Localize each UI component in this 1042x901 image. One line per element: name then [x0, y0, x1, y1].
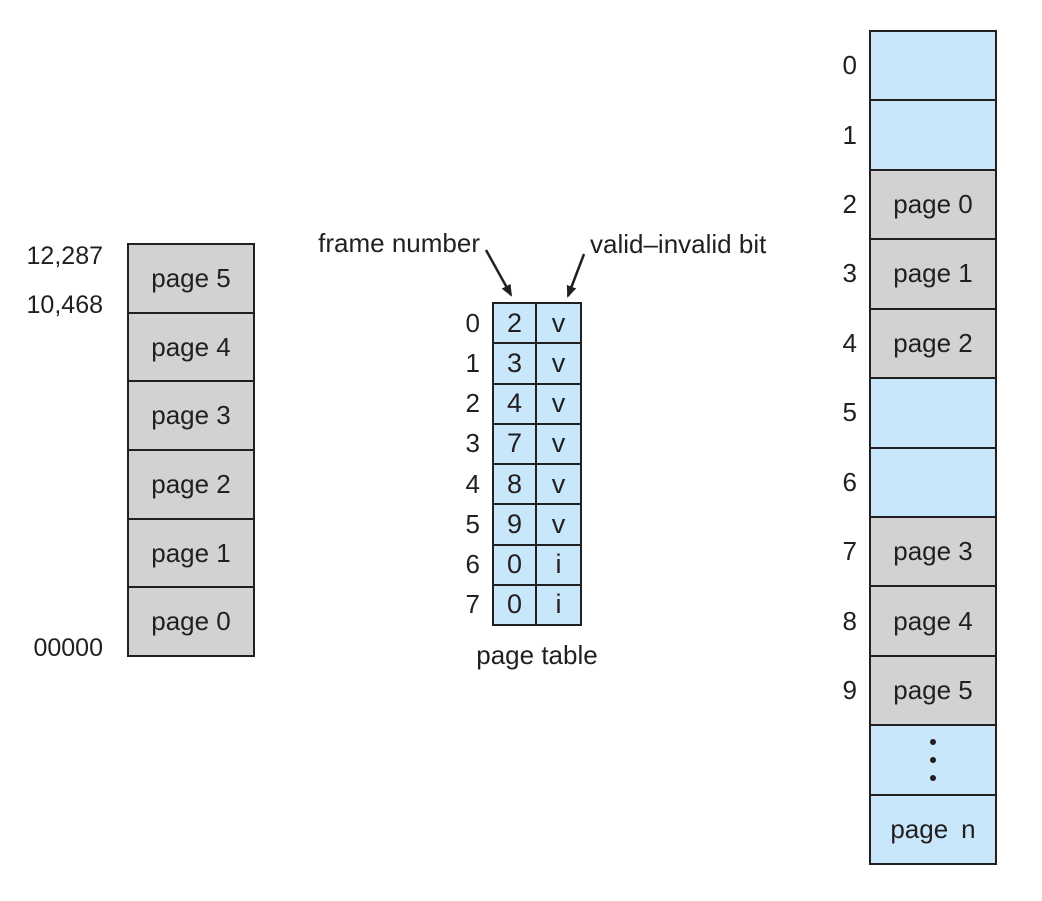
physical-frame-label: page 2	[893, 327, 973, 358]
physical-frame-cell: 8 page 4	[843, 585, 995, 655]
valid-invalid-arrow	[566, 253, 586, 298]
page-table-row-index: 2	[465, 388, 480, 419]
physical-frame-label: page n	[890, 813, 976, 844]
logical-page-label: page 4	[151, 331, 231, 362]
physical-frame-cell: 3 page 1	[843, 238, 995, 308]
physical-frame-label: page 1	[893, 258, 973, 289]
logical-page-cell: page 1	[129, 517, 253, 587]
physical-frame-cell: 6	[843, 446, 995, 516]
logical-page-cell: page 0	[129, 586, 253, 656]
physical-frame-label: page 4	[893, 605, 973, 636]
frame-number-cell: 0	[494, 585, 537, 624]
physical-frame-index: 2	[842, 189, 857, 220]
address-label-bottom: 00000	[33, 634, 103, 662]
valid-invalid-bit-cell: v	[551, 428, 566, 459]
physical-frame-cell: page n	[871, 793, 995, 864]
physical-frame-index: 5	[842, 397, 857, 428]
logical-page-label: page 0	[151, 606, 231, 637]
physical-frame-index: 7	[842, 536, 857, 567]
physical-frame-cell: 9 page 5	[843, 654, 995, 725]
physical-frame-cell: 2 page 0	[843, 168, 995, 239]
valid-invalid-bit-cell: i	[555, 589, 562, 620]
page-table-row-index: 1	[465, 347, 480, 378]
frame-number-cell: 9	[494, 505, 537, 544]
valid-invalid-bit-cell: v	[551, 468, 566, 499]
physical-frame-index: 4	[842, 327, 857, 358]
frame-number-arrow	[484, 249, 513, 297]
physical-frame-cell: 0	[843, 32, 995, 100]
ellipsis-dots	[930, 738, 936, 781]
frame-number-cell: 2	[494, 304, 537, 343]
frame-number-cell: 4	[494, 384, 537, 423]
page-table-row-index: 0	[465, 307, 480, 338]
logical-page-cell: page 4	[129, 311, 253, 381]
physical-memory-column: 0 1 2 page 0 3 page 1 4 page 2 5 6 7 page 3 8 page 4 9…	[843, 30, 997, 865]
frame-number-label: frame number	[318, 228, 480, 258]
physical-frame-index: 3	[842, 258, 857, 289]
page-table-row-index: 5	[465, 508, 480, 539]
logical-page-label: page 5	[151, 262, 231, 293]
physical-frame-index: 1	[842, 119, 857, 150]
logical-page-cell: page 2	[129, 449, 253, 518]
address-label-top: 12,287	[26, 242, 103, 270]
logical-page-label: page 1	[151, 537, 231, 568]
logical-page-cell: page 5	[129, 245, 253, 312]
physical-frame-label: page 5	[893, 675, 973, 705]
page-table-row-index: 6	[465, 549, 480, 580]
physical-frame-cell: 5	[843, 377, 995, 447]
valid-invalid-bit-cell: i	[555, 549, 562, 580]
valid-invalid-bit-cell: v	[551, 307, 566, 338]
frame-number-cell: 3	[494, 344, 537, 383]
dot	[930, 774, 936, 781]
address-label-mid: 10,468	[26, 291, 103, 319]
valid-invalid-bit-label: valid–invalid bit	[590, 229, 767, 259]
dot	[930, 756, 936, 763]
physical-frame-index: 0	[842, 50, 857, 81]
frame-number-cell: 0	[494, 545, 537, 584]
frame-number-cell: 8	[494, 465, 537, 504]
valid-invalid-bit-cell: v	[551, 508, 566, 539]
physical-frame-index: 9	[842, 675, 857, 705]
physical-frame-index: 8	[842, 605, 857, 636]
physical-frame-cell: 1	[843, 99, 995, 169]
logical-page-cell: page 3	[129, 380, 253, 450]
physical-frame-index: 6	[842, 466, 857, 497]
physical-frame-cell: 7 page 3	[843, 515, 995, 586]
physical-frame-label: page 0	[893, 189, 973, 220]
logical-page-label: page 2	[151, 468, 231, 499]
physical-frame-cell	[871, 724, 995, 794]
physical-frame-cell: 4 page 2	[843, 307, 995, 378]
page-table-row-index: 7	[465, 589, 480, 620]
page-table-row-index: 4	[465, 468, 480, 499]
page-table-caption: page table	[476, 640, 598, 670]
dot	[930, 738, 936, 745]
logical-memory-column: page 5 page 4 page 3 page 2 page 1 page 0	[127, 243, 255, 657]
valid-invalid-bit-cell: v	[551, 347, 566, 378]
physical-frame-label: page 3	[893, 536, 973, 567]
valid-invalid-bit-cell: v	[551, 388, 566, 419]
logical-page-label: page 3	[151, 400, 231, 431]
frame-number-cell: 7	[494, 424, 537, 463]
page-table-row-index: 3	[465, 428, 480, 459]
